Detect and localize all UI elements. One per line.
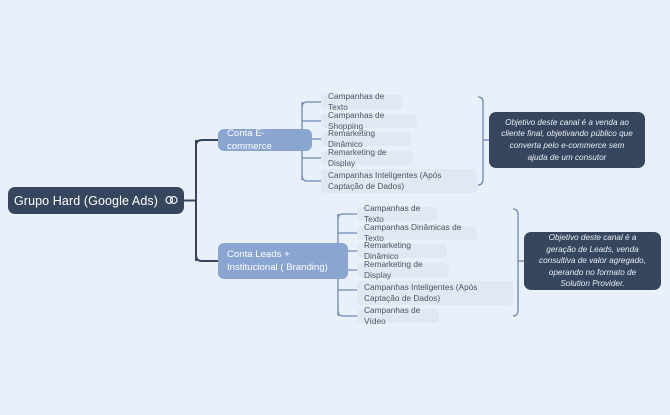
note-box: Objetivo deste canal é a geração de Lead…: [524, 232, 661, 290]
branch-0-note-bracket: [477, 96, 484, 186]
note-text: Objetivo deste canal é a geração de Lead…: [539, 233, 646, 289]
branch-node-ecommerce[interactable]: Conta E-commerce: [218, 128, 312, 152]
leaf-item[interactable]: Remarketing de Display: [357, 259, 449, 280]
branch-node-leads-institucional[interactable]: Conta Leads + Institucional ( Branding): [218, 243, 348, 279]
link-icon: [165, 194, 178, 208]
branch-node-label: Conta E-commerce: [227, 128, 272, 152]
leaf-label: Remarketing Dinâmico: [328, 127, 376, 150]
leaf-item[interactable]: Campanhas Inteligentes (Após Captação de…: [357, 281, 513, 305]
branch-node-label: Conta Leads + Institucional ( Branding): [227, 249, 328, 273]
leaf-item[interactable]: Campanhas Inteligentes (Após Captação de…: [321, 169, 477, 193]
root-node-label: Grupo Hard (Google Ads): [13, 193, 159, 208]
branch-1-leaf-5-link: [337, 310, 357, 317]
leaf-label: Campanhas de Texto: [328, 90, 385, 113]
leaf-item[interactable]: Campanhas de Vídeo: [357, 305, 439, 326]
leaf-label: Campanhas Dinâmicas de Texto: [364, 221, 462, 244]
leaf-label: Remarketing Dinâmico: [364, 239, 412, 262]
leaf-item[interactable]: Campanhas de Texto: [321, 91, 402, 112]
leaf-item[interactable]: Campanhas de Shopping: [321, 110, 417, 131]
leaf-item[interactable]: Campanhas de Texto: [357, 203, 438, 224]
leaf-label: Campanhas de Vídeo: [364, 304, 421, 327]
branch-0-leaf-4-link: [301, 174, 321, 182]
leaf-label: Campanhas de Shopping: [328, 109, 385, 132]
root-node[interactable]: Grupo Hard (Google Ads): [8, 187, 184, 214]
leaf-label: Campanhas de Texto: [364, 202, 421, 225]
leaf-item[interactable]: Campanhas Dinâmicas de Texto: [357, 222, 477, 243]
leaf-label: Campanhas Inteligentes (Após Captação de…: [328, 169, 442, 192]
leaf-label: Remarketing de Display: [328, 146, 387, 169]
root-to-branch-1: [195, 254, 218, 262]
leaf-item[interactable]: Remarketing de Display: [321, 147, 413, 168]
note-text: Objetivo deste canal é a venda ao client…: [501, 117, 633, 162]
leaf-label: Campanhas Inteligentes (Após Captação de…: [364, 281, 478, 304]
root-to-branch-0: [195, 139, 218, 147]
note-box: Objetivo deste canal é a venda ao client…: [489, 112, 645, 168]
branch-1-leaf-0-link: [337, 213, 357, 220]
branch-0-leaf-0-link: [301, 101, 321, 108]
leaf-label: Remarketing de Display: [364, 258, 423, 281]
leaf-item[interactable]: Remarketing Dinâmico: [357, 240, 447, 261]
branch-1-note-bracket: [512, 208, 519, 317]
leaf-item[interactable]: Remarketing Dinâmico: [321, 128, 411, 149]
